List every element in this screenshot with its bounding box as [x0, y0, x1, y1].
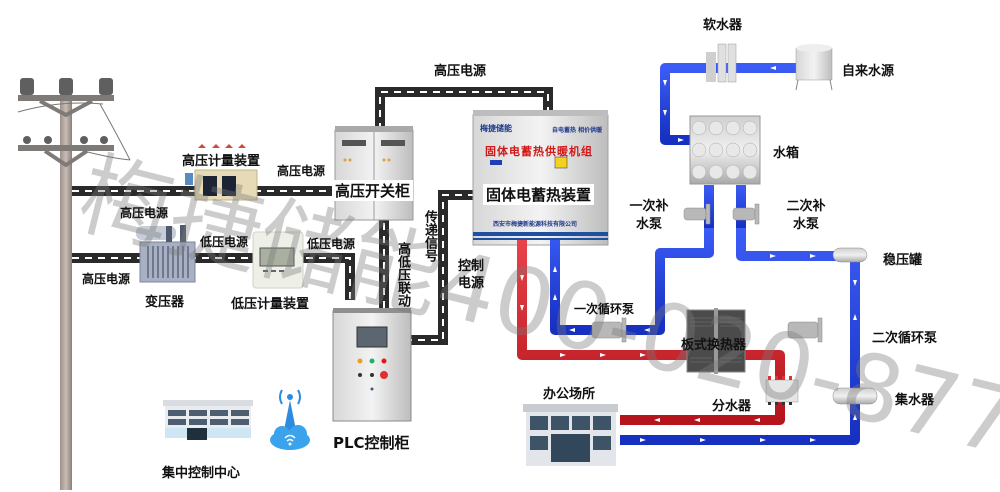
label-water-tank: 水箱 [773, 146, 800, 161]
wireless-tower-icon [270, 389, 310, 450]
unit-brand: 梅捷储能 [480, 124, 512, 133]
label-high-voltage-meter: 高压计量装置 [182, 154, 261, 169]
pumps [591, 203, 823, 343]
label-plate-heat-exchanger: 板式换热器 [681, 338, 747, 353]
utility-pole [17, 78, 131, 490]
label-hv-switchgear: 高压开关柜 [332, 180, 414, 201]
tap-water-tank-device [795, 44, 833, 91]
label-water-collector: 集水器 [895, 393, 935, 408]
label-hv-lv-linkage: 高低压联动 [395, 242, 410, 307]
unit-company: 西安市梅捷新能源科技有限公司 [493, 221, 578, 228]
label-lv-source-left: 低压电源 [200, 235, 249, 249]
central-control-building [163, 400, 253, 440]
unit-title: 固体电蓄热供暖机组 [485, 145, 593, 158]
label-hv-source-meter-right: 高压电源 [277, 164, 326, 178]
label-softener: 软水器 [703, 18, 743, 33]
softener-device [706, 43, 737, 83]
pressure-tank-device [832, 247, 868, 263]
label-central-control: 集中控制中心 [162, 466, 241, 481]
label-primary-circulation-pump: 一次循环泵 [574, 302, 635, 316]
plc-cabinet-device [332, 308, 412, 422]
label-plc-cabinet: PLC控制柜 [333, 434, 410, 452]
flow-arrows [520, 66, 857, 442]
label-hv-source-lower-line: 高压电源 [82, 272, 131, 286]
label-secondary-circulation-pump: 二次循环泵 [872, 331, 938, 346]
label-heat-storage-unit: 固体电蓄热装置 [483, 184, 595, 205]
label-control-power: 控制电源 [458, 259, 485, 291]
label-pressure-tank: 稳压罐 [883, 253, 923, 268]
unit-slogan: 自电蓄热 相价供暖 [552, 127, 603, 134]
office-building [523, 404, 618, 466]
low-voltage-meter-device [252, 231, 304, 289]
hv-switchgear-device [334, 126, 414, 221]
heat-storage-unit-device [472, 110, 609, 246]
plate-heat-exchanger-device [686, 308, 746, 374]
label-hv-source-top: 高压电源 [434, 64, 487, 79]
label-secondary-makeup-pump: 二次补水泵 [786, 199, 826, 232]
label-office: 办公场所 [543, 387, 596, 402]
high-voltage-meter-device [185, 144, 258, 201]
label-transformer: 变压器 [145, 295, 185, 310]
label-signal-transfer: 传递信号 [422, 210, 437, 262]
water-collector-device [832, 387, 878, 405]
transformer-device [136, 225, 196, 283]
label-hv-source-upper-line: 高压电源 [120, 206, 169, 220]
water-distributor-device [765, 376, 799, 405]
label-primary-makeup-pump: 一次补水泵 [629, 199, 669, 232]
label-water-distributor: 分水器 [712, 399, 752, 414]
label-tap-water-source: 自来水源 [842, 64, 895, 79]
hot-water-pipes [517, 240, 785, 425]
label-lv-source-right: 低压电源 [307, 237, 356, 251]
label-low-voltage-meter: 低压计量装置 [231, 297, 310, 312]
water-tank-device [689, 115, 761, 185]
